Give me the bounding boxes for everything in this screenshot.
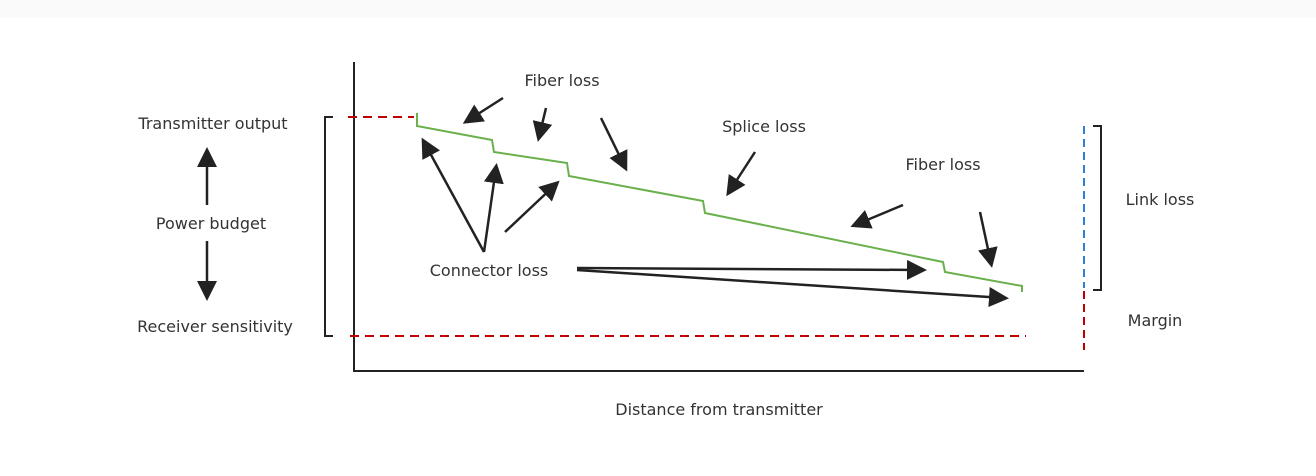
- link-loss-label: Link loss: [1126, 190, 1195, 209]
- connector-loss-label: Connector loss: [430, 261, 549, 280]
- transmitter-output-label: Transmitter output: [137, 114, 287, 133]
- connector-loss-arrow: [421, 137, 486, 253]
- fiber-loss-label: Fiber loss: [905, 155, 980, 174]
- fiber-loss-arrow: [462, 96, 504, 124]
- top-bar: [0, 0, 1316, 18]
- connector-loss-arrow: [482, 163, 504, 253]
- power-budget-label: Power budget: [156, 214, 266, 233]
- power-budget-bracket: [324, 116, 333, 337]
- fiber-loss-arrow: [850, 203, 904, 229]
- fiber-loss-arrow: [978, 211, 998, 268]
- link-loss-bracket: [1093, 125, 1102, 291]
- fiber-loss-arrow: [532, 107, 553, 142]
- fiber-loss-arrow: [599, 117, 628, 172]
- splice-loss-label: Splice loss: [722, 117, 806, 136]
- receiver-sensitivity-label: Receiver sensitivity: [137, 317, 293, 336]
- fiber-loss-label: Fiber loss: [524, 71, 599, 90]
- connector-loss-arrow: [504, 180, 560, 233]
- margin-label: Margin: [1128, 311, 1183, 330]
- x-axis-label: Distance from transmitter: [615, 400, 823, 419]
- connector-loss-arrow: [576, 268, 1009, 307]
- splice-loss-arrow: [726, 151, 757, 197]
- signal-power-line: [416, 113, 1023, 292]
- connector-loss-arrow: [576, 259, 927, 280]
